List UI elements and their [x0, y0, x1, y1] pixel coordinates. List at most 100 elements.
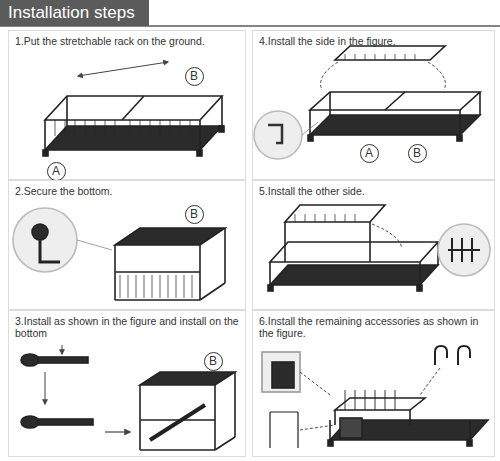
rack-illustration	[419, 262, 421, 285]
step-instruction: 2.Secure the bottom.	[9, 181, 245, 197]
parts-illustration	[140, 372, 235, 385]
rack-illustration	[308, 135, 313, 141]
bottom-illustration	[32, 224, 48, 240]
part-letter: B	[413, 147, 421, 159]
accessories-illustration	[340, 418, 362, 438]
parts-illustration	[21, 416, 39, 428]
accessories-illustration	[458, 346, 470, 365]
bottom-illustration	[115, 228, 225, 245]
accessories-illustration	[435, 346, 447, 365]
step-instruction: 6.Install the remaining accessories as s…	[253, 311, 494, 339]
parts-illustration	[139, 385, 141, 450]
bottom-illustration	[40, 240, 60, 262]
step-panel: 1.Put the stretchable rack on the ground…	[8, 30, 246, 180]
part-letter-circle: B	[408, 144, 427, 163]
parts-illustration	[140, 419, 215, 421]
rack-illustration	[268, 205, 490, 291]
bottom-illustration	[115, 271, 200, 273]
title-tab: Installation steps	[0, 0, 149, 26]
parts-illustration	[214, 385, 216, 450]
bottom-illustration	[77, 240, 112, 250]
step-instruction: 3.Install as shown in the figure and ins…	[9, 311, 245, 339]
accessories-illustration	[469, 420, 471, 440]
accessories-illustration	[270, 412, 298, 448]
step-panel: 5.Install the other side.	[252, 180, 495, 310]
parts-illustration	[62, 345, 63, 354]
accessories-illustration	[335, 398, 425, 410]
rack-illustration	[199, 120, 201, 150]
accessories-illustration	[262, 352, 300, 392]
rack-illustration	[43, 150, 48, 156]
rack-illustration	[122, 96, 144, 120]
rack-illustration	[221, 96, 223, 126]
part-letter: A	[365, 147, 373, 159]
rack-illustration	[270, 265, 438, 285]
part-letter: A	[52, 165, 60, 177]
rack-illustration	[295, 214, 355, 222]
bottom-illustration	[224, 228, 226, 283]
bottom-illustration	[120, 275, 192, 298]
rack-illustration	[269, 262, 271, 285]
parts-illustration	[105, 431, 130, 432]
rack-illustration	[459, 110, 461, 135]
parts-illustration	[21, 354, 39, 366]
rack-illustration	[219, 126, 224, 132]
rack-illustration	[197, 150, 202, 156]
part-letter-circle: B	[185, 205, 204, 224]
accessories-illustration	[329, 420, 331, 440]
rack-illustration	[268, 125, 282, 143]
part-letter-circle: A	[360, 144, 379, 163]
rack-illustration	[385, 92, 405, 110]
accessories-illustration	[345, 390, 395, 410]
parts-illustration	[45, 372, 46, 404]
rack-illustration	[268, 285, 273, 291]
accessories-illustration	[272, 362, 294, 388]
rack-illustration	[345, 54, 415, 60]
rack-illustration	[44, 120, 46, 150]
rack-illustration	[254, 111, 302, 159]
rack-illustration	[309, 110, 311, 135]
rack-illustration	[302, 122, 318, 135]
part-letter-circle: A	[47, 162, 66, 181]
rack-illustration	[285, 205, 385, 222]
step-instruction: 5.Install the other side.	[253, 181, 494, 197]
rack-illustration	[321, 62, 338, 90]
accessories-illustration	[334, 410, 336, 425]
rack-illustration	[428, 62, 445, 90]
bottom-illustration	[200, 283, 225, 300]
rack-illustration	[270, 242, 438, 262]
step-panel: 2.Secure the bottom. B	[8, 180, 246, 310]
rack-illustration	[78, 62, 168, 76]
bottom-illustration	[13, 208, 77, 272]
parts-illustration	[140, 449, 215, 451]
rack-illustration	[254, 46, 480, 159]
part-letter-circle: B	[204, 352, 223, 371]
step-panel: 4.Install the side in the figure. A B	[252, 30, 495, 180]
rack-illustration	[417, 285, 422, 291]
parts-illustration	[38, 419, 93, 425]
accessories-illustration	[467, 440, 472, 446]
bottom-illustration	[115, 299, 200, 301]
rack-illustration	[45, 96, 222, 120]
rack-illustration	[438, 224, 490, 276]
rack-illustration	[284, 222, 286, 262]
rack-illustration	[55, 120, 190, 136]
parts-illustration	[38, 357, 88, 363]
step-instruction: 1.Put the stretchable rack on the ground…	[9, 31, 245, 47]
rack-illustration	[310, 115, 480, 135]
parts-illustration	[234, 372, 236, 437]
part-letter: B	[209, 355, 217, 367]
part-letter-circle: B	[185, 67, 204, 86]
accessories-illustration	[409, 410, 411, 425]
step-instruction: 4.Install the side in the figure.	[253, 31, 494, 47]
rack-illustration	[457, 135, 462, 141]
rack-illustration	[310, 92, 480, 110]
part-letter: B	[190, 70, 198, 82]
parts-illustration	[150, 405, 205, 440]
part-letter: B	[190, 208, 198, 220]
rack-illustration	[448, 238, 480, 262]
step-panel: 3.Install as shown in the figure and ins…	[8, 310, 246, 457]
accessories-illustration	[328, 440, 333, 446]
parts-illustration	[215, 437, 235, 450]
parts-illustration	[21, 345, 235, 450]
